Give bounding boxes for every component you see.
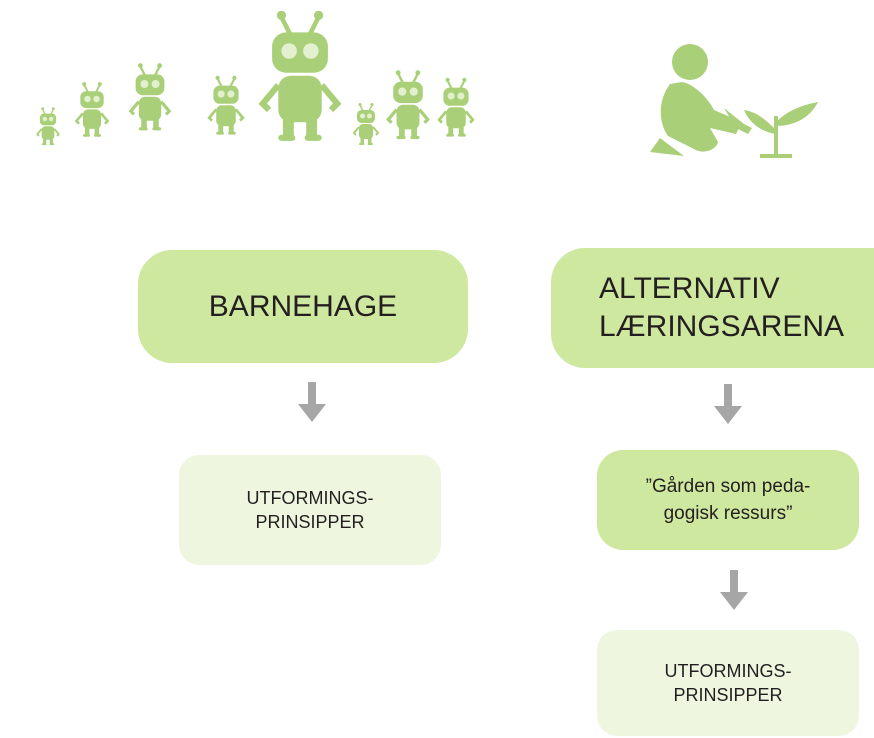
robot-family-icon (36, 0, 475, 147)
down-arrow-icon (298, 382, 326, 422)
garden-som-pedagogisk-ressurs-box: ”Gården som peda- gogisk ressurs” (597, 450, 859, 550)
down-arrow-icon (720, 570, 748, 610)
barnehage-label: BARNEHAGE (208, 289, 398, 323)
utformingsprinsipper-right-label: UTFORMINGS- PRINSIPPER (664, 661, 792, 705)
alternativ-laeringsarena-label: ALTERNATIV LÆRINGSARENA (599, 272, 845, 343)
utformingsprinsipper-left-box: UTFORMINGS- PRINSIPPER (179, 455, 441, 565)
garden-som-pedagogisk-ressurs-label: ”Gården som peda- gogisk ressurs” (645, 476, 811, 524)
alternativ-laeringsarena-box: ALTERNATIV LÆRINGSARENA (551, 248, 874, 368)
barnehage-box: BARNEHAGE (138, 250, 468, 363)
utformingsprinsipper-right-box: UTFORMINGS- PRINSIPPER (597, 630, 859, 736)
down-arrow-icon (714, 384, 742, 424)
utformingsprinsipper-left-label: UTFORMINGS- PRINSIPPER (246, 488, 374, 532)
gardener-planting-icon (650, 44, 818, 158)
